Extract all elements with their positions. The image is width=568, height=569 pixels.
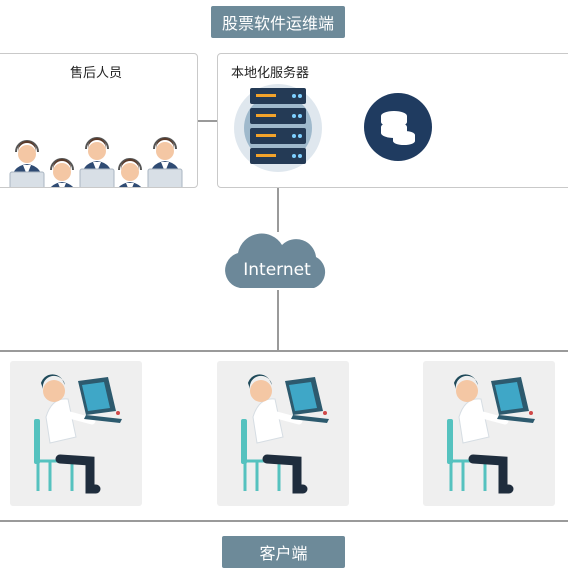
client-bus-top <box>0 350 568 352</box>
support-staff-icon <box>9 137 183 187</box>
client-bus-bottom <box>0 520 568 522</box>
connector-server-cloud <box>277 186 279 232</box>
server-label: 本地化服务器 <box>231 66 310 81</box>
title-tag: 股票软件运维端 <box>211 6 345 38</box>
client-card <box>10 361 142 506</box>
user-at-laptop-icon <box>34 374 122 494</box>
cloud-label: Internet <box>243 260 311 280</box>
after-sales-box: 售后人员 <box>0 53 198 188</box>
user-at-laptop-icon <box>447 374 535 494</box>
client-card <box>217 361 349 506</box>
client-card <box>423 361 555 506</box>
database-icon <box>364 93 432 161</box>
server-rack-icon <box>234 84 322 172</box>
connector-cloud-clients <box>277 290 279 350</box>
after-sales-label: 售后人员 <box>70 66 123 81</box>
connector-staff-server <box>196 120 234 122</box>
client-tag: 客户端 <box>222 536 345 568</box>
user-at-laptop-icon <box>241 374 329 494</box>
cloud-icon <box>225 233 326 288</box>
